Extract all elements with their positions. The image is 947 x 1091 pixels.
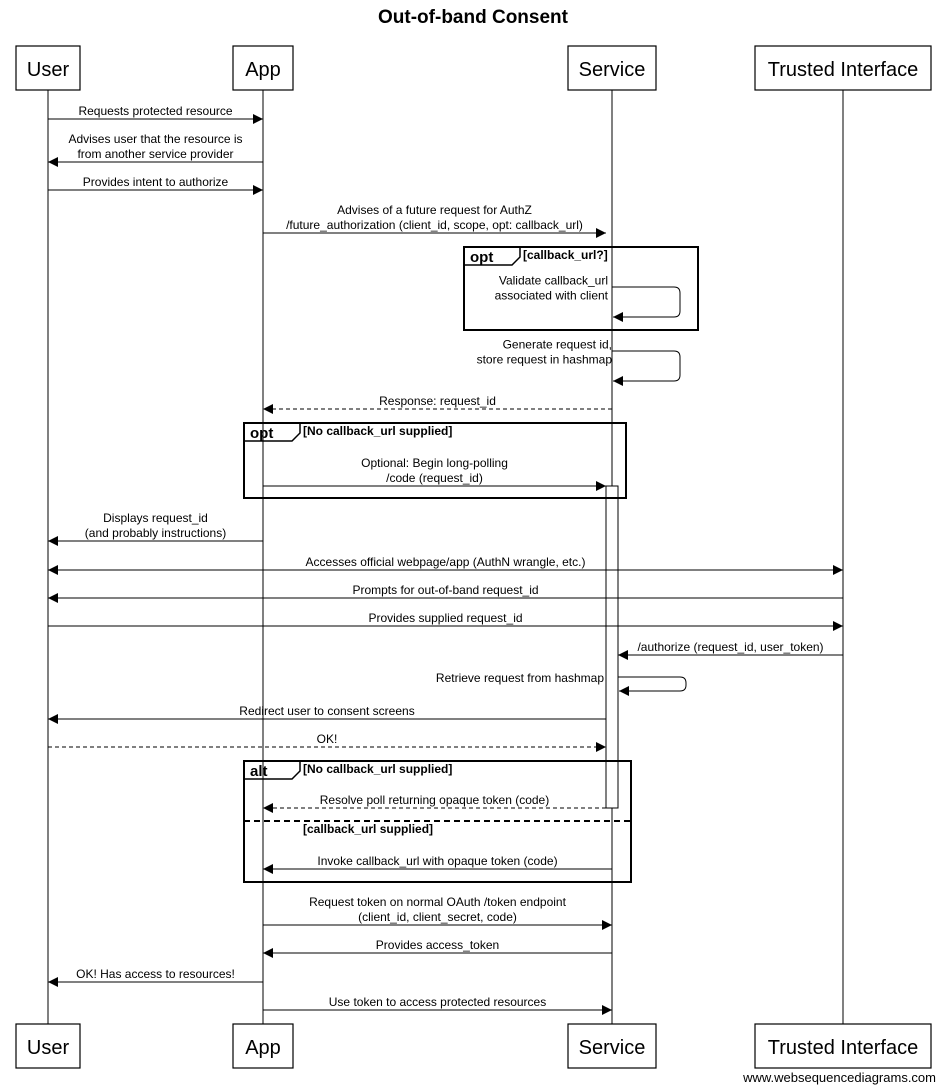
- message-label: Displays request_id: [103, 511, 208, 525]
- footer-watermark: www.websequencediagrams.com: [742, 1070, 936, 1085]
- actor-service-top: Service: [567, 45, 657, 91]
- msg-ok: OK!: [48, 732, 606, 752]
- actor-name: Trusted Interface: [768, 59, 918, 81]
- message-label: OK!: [317, 732, 338, 746]
- actor-user-bottom: User: [15, 1023, 81, 1069]
- message-label: Requests protected resource: [78, 104, 232, 118]
- msg-accesses-webpage: Accesses official webpage/app (AuthN wra…: [48, 555, 843, 575]
- message-arrow: [612, 286, 681, 322]
- message-label: store request in hashmap: [477, 353, 613, 367]
- fragment-condition: [No callback_url supplied]: [303, 424, 452, 438]
- msg-authorize: /authorize (request_id, user_token): [618, 640, 843, 660]
- msg-provides-intent: Provides intent to authorize: [48, 175, 263, 195]
- fragment-opt-no-callback-url: opt [No callback_url supplied]: [243, 422, 627, 499]
- msg-long-polling: Optional: Begin long-polling/code (reque…: [263, 456, 606, 491]
- message-label: associated with client: [495, 289, 609, 303]
- msg-future-request: Advises of a future request for AuthZ/fu…: [263, 203, 606, 238]
- message-arrow: [618, 676, 687, 696]
- msg-provides-access-token: Provides access_token: [263, 938, 612, 958]
- diagram-title: Out-of-band Consent: [378, 7, 569, 28]
- actor-name: App: [245, 1037, 281, 1059]
- activation-bars: [605, 485, 619, 809]
- fragment-keyword: opt: [250, 425, 273, 442]
- message-label: Request token on normal OAuth /token end…: [309, 895, 567, 909]
- message-label: /authorize (request_id, user_token): [637, 640, 823, 654]
- actor-app-top: App: [232, 45, 294, 91]
- msg-prompts-request-id: Prompts for out-of-band request_id: [48, 583, 843, 603]
- message-label: Validate callback_url: [499, 274, 608, 288]
- fragment-keyword: opt: [470, 249, 493, 266]
- msg-provides-request-id: Provides supplied request_id: [48, 611, 843, 631]
- msg-use-token: Use token to access protected resources: [263, 995, 612, 1015]
- combined-fragments: opt[callback_url?]opt[No callback_url su…: [243, 246, 699, 883]
- message-label: Invoke callback_url with opaque token (c…: [317, 854, 557, 868]
- message-label: Retrieve request from hashmap: [436, 671, 604, 685]
- fragment-keyword: alt: [250, 763, 268, 780]
- actor-user-top: User: [15, 45, 81, 91]
- service-activation-bar: [605, 485, 619, 809]
- message-label: (and probably instructions): [85, 526, 226, 540]
- actor-trusted-top: Trusted Interface: [754, 45, 932, 91]
- message-label: Optional: Begin long-polling: [361, 456, 508, 470]
- fragment-condition: [callback_url?]: [523, 248, 608, 262]
- msg-response-request-id: Response: request_id: [263, 394, 612, 414]
- message-label: Advises of a future request for AuthZ: [337, 203, 532, 217]
- actor-name: Trusted Interface: [768, 1037, 918, 1059]
- actor-service-bottom: Service: [567, 1023, 657, 1069]
- message-label: Provides access_token: [376, 938, 499, 952]
- message-label: Resolve poll returning opaque token (cod…: [320, 793, 549, 807]
- message-label: Redirect user to consent screens: [239, 704, 414, 718]
- message-label: from another service provider: [77, 147, 233, 161]
- message-label: Accesses official webpage/app (AuthN wra…: [306, 555, 586, 569]
- actor-trusted-bottom: Trusted Interface: [754, 1023, 932, 1069]
- fragment-alt-callback: alt [No callback_url supplied] [callback_u…: [243, 760, 632, 883]
- message-arrow: [612, 350, 681, 386]
- message-label: (client_id, client_secret, code): [358, 910, 517, 924]
- actor-name: User: [27, 59, 70, 81]
- message-label: Use token to access protected resources: [329, 995, 546, 1009]
- msg-invoke-callback: Invoke callback_url with opaque token (c…: [263, 854, 612, 874]
- msg-displays-request-id: Displays request_id(and probably instruc…: [48, 511, 263, 546]
- message-label: Generate request id,: [503, 338, 612, 352]
- message-label: /code (request_id): [386, 471, 483, 485]
- message-label: Provides intent to authorize: [83, 175, 229, 189]
- message-label: OK! Has access to resources!: [76, 967, 235, 981]
- actor-name: Service: [579, 1037, 646, 1059]
- msg-resolve-poll: Resolve poll returning opaque token (cod…: [263, 793, 606, 813]
- fragment-condition: [callback_url supplied]: [303, 822, 433, 836]
- message-label: Response: request_id: [379, 394, 496, 408]
- msg-ok-has-access: OK! Has access to resources!: [48, 967, 263, 987]
- msg-redirect-consent: Redirect user to consent screens: [48, 704, 606, 724]
- actor-name: User: [27, 1037, 70, 1059]
- message-label: Advises user that the resource is: [68, 132, 242, 146]
- actor-app-bottom: App: [232, 1023, 294, 1069]
- msg-request-token: Request token on normal OAuth /token end…: [263, 895, 612, 930]
- fragment-opt-callback-url: opt [callback_url?]: [463, 246, 699, 331]
- msg-retrieve-request: Retrieve request from hashmap: [436, 671, 687, 696]
- message-label: Provides supplied request_id: [368, 611, 522, 625]
- msg-requests-protected-resource: Requests protected resource: [48, 104, 263, 124]
- fragment-condition: [No callback_url supplied]: [303, 762, 452, 776]
- msg-generate-request-id: Generate request id,store request in has…: [477, 338, 681, 386]
- message-label: Prompts for out-of-band request_id: [352, 583, 538, 597]
- message-label: /future_authorization (client_id, scope,…: [286, 218, 583, 232]
- actor-name: App: [245, 59, 281, 81]
- actor-name: Service: [579, 59, 646, 81]
